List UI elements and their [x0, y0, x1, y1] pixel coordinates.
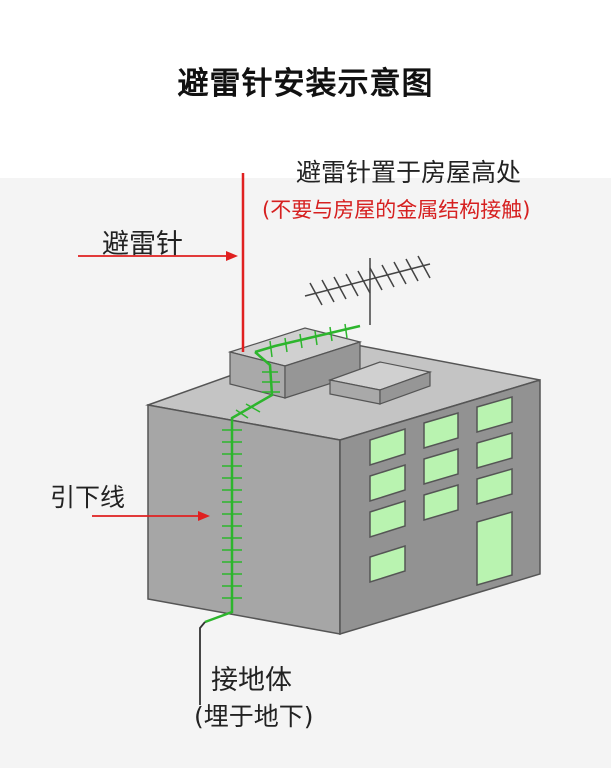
- label-ground-body: 接地体: [211, 665, 292, 696]
- arrow-icon: [78, 251, 238, 261]
- diagram-title: 避雷针安装示意图: [177, 66, 434, 102]
- conductor-ticks: [222, 323, 348, 599]
- arrow-icon: [92, 511, 210, 521]
- label-lightning-rod: 避雷针: [102, 229, 183, 260]
- antenna-icon: [304, 255, 431, 325]
- windows: [369, 396, 513, 586]
- building-front-face: [147, 404, 341, 635]
- label-rod-placement: 避雷针置于房屋高处: [296, 158, 522, 187]
- rooftop-structure-small: [327, 361, 433, 405]
- door: [476, 511, 513, 586]
- down-conductor: [204, 324, 361, 624]
- label-ground-note: (埋于地下): [194, 702, 314, 731]
- ground-wire: [199, 621, 206, 705]
- label-down-conductor: 引下线: [50, 483, 126, 512]
- label-rod-note: (不要与房屋的金属结构接触): [262, 198, 531, 222]
